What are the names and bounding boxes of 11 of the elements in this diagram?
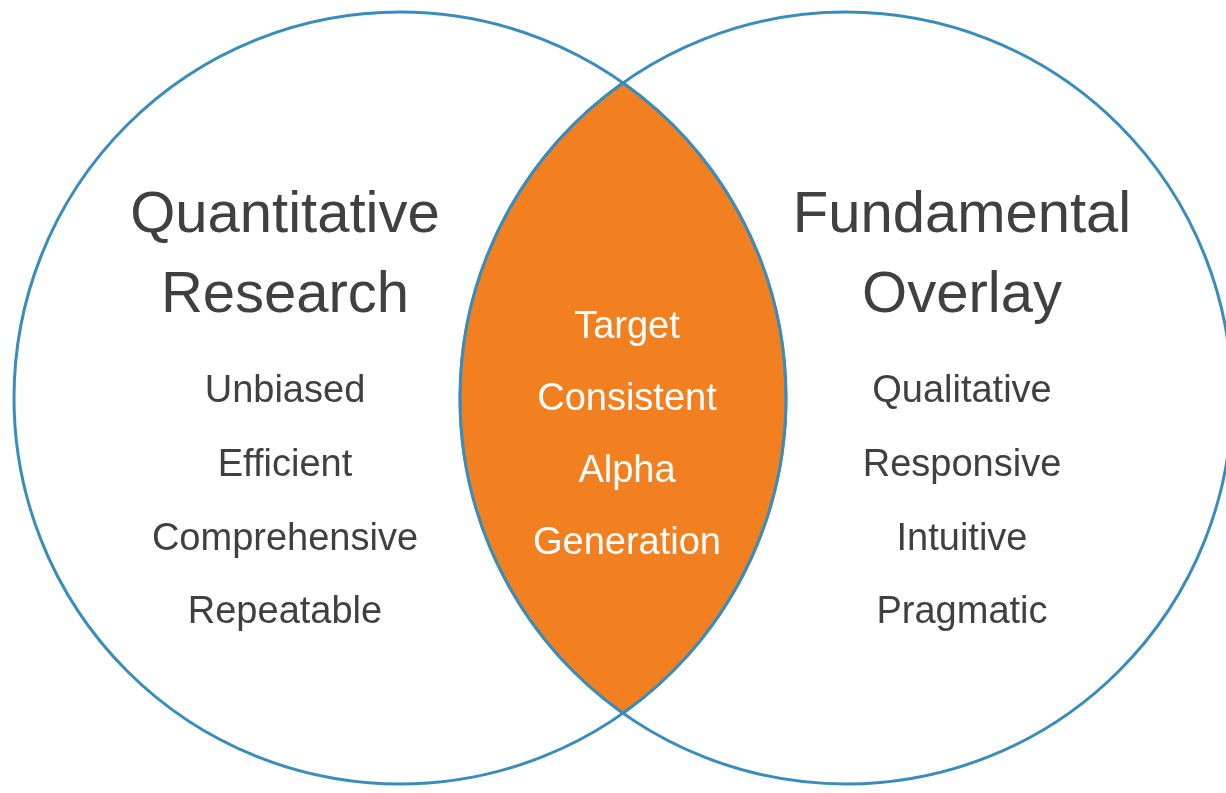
list-item: Efficient [216, 441, 354, 486]
list-item: Repeatable [186, 588, 384, 633]
list-item: Unbiased [203, 367, 367, 412]
list-item: Comprehensive [150, 515, 420, 560]
circle-heading: Quantitative Research [129, 178, 441, 326]
circle-heading: Fundamental Overlay [791, 178, 1133, 326]
list-item: Responsive [861, 441, 1063, 486]
list-item: Intuitive [895, 515, 1029, 560]
list-item: Pragmatic [875, 588, 1049, 633]
list-item: Qualitative [871, 367, 1053, 412]
lens-text: Target Consistent Alpha Generation [532, 303, 722, 564]
